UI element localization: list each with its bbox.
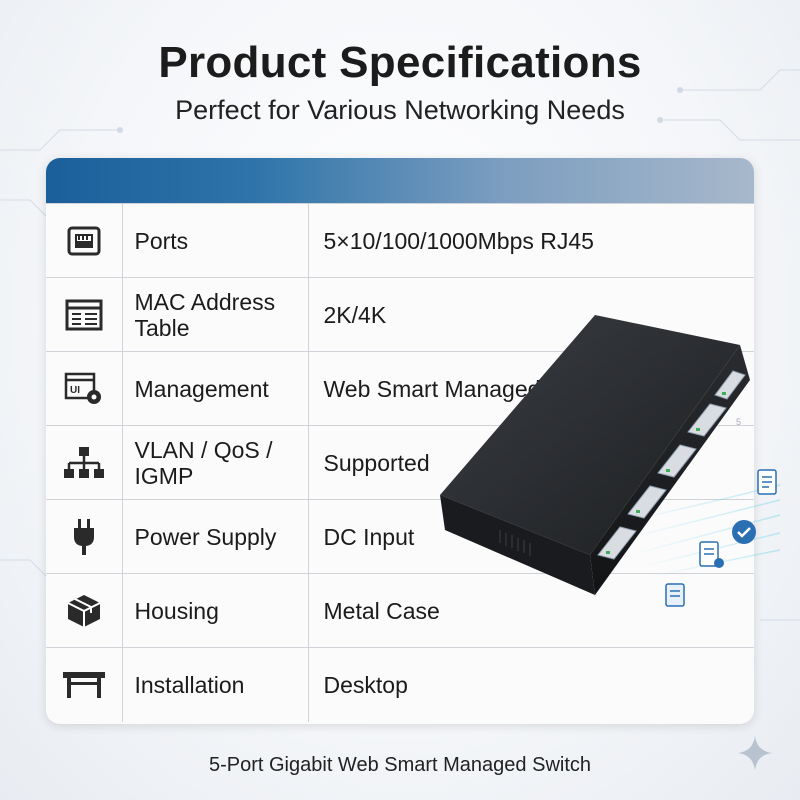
spec-label: VLAN / QoS / IGMP [122, 425, 309, 500]
spec-table: Ports 5×10/100/1000Mbps RJ45 [46, 203, 754, 722]
spec-label: Ports [122, 203, 309, 278]
spec-label: MAC Address Table [122, 277, 309, 352]
spec-value: Desktop [308, 647, 754, 722]
web-ui-gear-icon: UI [64, 372, 104, 404]
document-icon [757, 469, 777, 495]
check-icon [732, 520, 756, 544]
spec-row-management: UI Management Web Smart Managed [46, 351, 754, 426]
spec-label: Housing [122, 573, 309, 648]
network-topology-icon [63, 446, 104, 478]
spec-row-ports: Ports 5×10/100/1000Mbps RJ45 [46, 203, 754, 278]
port-number-label: 5 [736, 417, 741, 427]
network-switch-image: 5 [440, 315, 780, 595]
spec-table-header-bar [46, 158, 754, 203]
spec-row-power: Power Supply DC Input [46, 499, 754, 574]
spec-row-installation: Installation Desktop [46, 647, 754, 722]
desk-icon [62, 671, 105, 698]
table-icon [65, 299, 103, 330]
spec-row-mac: MAC Address Table 2K/4K [46, 277, 754, 352]
document-icon [665, 583, 685, 607]
svg-text:UI: UI [70, 385, 80, 396]
spec-label: Management [122, 351, 309, 426]
spec-label: Installation [122, 647, 309, 722]
power-plug-icon [72, 518, 96, 555]
product-caption: 5-Port Gigabit Web Smart Managed Switch [208, 754, 592, 776]
ethernet-port-icon [67, 226, 101, 255]
sparkle-icon [738, 736, 772, 770]
spec-label: Power Supply [122, 499, 309, 574]
page-subtitle: Perfect for Various Networking Needs [175, 95, 625, 125]
document-check-icon [699, 541, 724, 568]
page-title: Product Specifications [158, 38, 642, 87]
box-icon [66, 594, 102, 627]
spec-value: 5×10/100/1000Mbps RJ45 [308, 203, 754, 278]
